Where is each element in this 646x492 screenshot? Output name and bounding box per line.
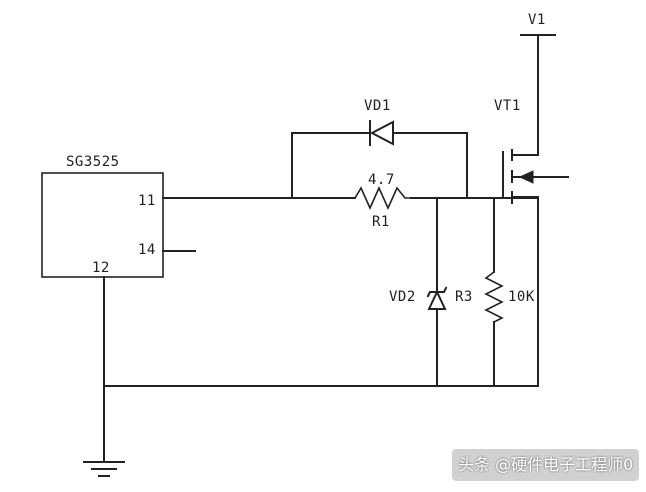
ic-name-label: SG3525 [66, 154, 120, 170]
vd1-left-lead [291, 132, 369, 199]
vt1-drain-lead [511, 34, 539, 156]
vt1-label: VT1 [494, 98, 521, 114]
vd2-label: VD2 [389, 289, 416, 305]
v1-label: V1 [528, 12, 546, 28]
vd2-triangle [427, 289, 447, 310]
ic-pin-11-label: 11 [138, 193, 156, 209]
vd1-label: VD1 [364, 98, 391, 114]
r1-name-label: R1 [372, 214, 390, 230]
mosfet-vt1: VT1 [494, 34, 569, 387]
zener-vd2: VD2 [389, 197, 448, 387]
vd2-zener-bar [426, 286, 448, 298]
resistor-r3: R3 10K [455, 197, 535, 387]
ic-body [41, 172, 164, 278]
vt1-body-arrow [518, 170, 534, 184]
ic-pin-12-label: 12 [92, 260, 110, 276]
ic-sg3525: SG3525 11 14 12 [41, 154, 196, 278]
r3-value-label: 10K [508, 289, 535, 305]
supply-v1: V1 [520, 12, 556, 36]
watermark-text: 头条 @硬件电子工程师0 [452, 449, 640, 481]
r1-value-label: 4.7 [368, 172, 395, 188]
r3-name-label: R3 [455, 289, 473, 305]
resistor-r1: 4.7 R1 [354, 172, 411, 230]
vd1-triangle [369, 120, 394, 146]
ic-pin-14-label: 14 [138, 242, 156, 258]
vt1-source-lead [511, 196, 539, 387]
vd1-right-lead [392, 132, 468, 199]
r3-zigzag [484, 271, 504, 323]
r1-zigzag [354, 186, 411, 210]
diode-vd1: VD1 [291, 98, 468, 199]
ground-symbol [83, 461, 125, 477]
